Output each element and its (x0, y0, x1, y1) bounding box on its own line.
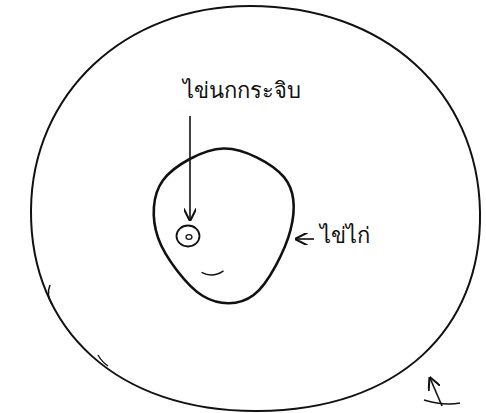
shape-label: ไข่ไก่ (318, 221, 372, 252)
leader-line (424, 400, 460, 404)
leader-arrow (189, 116, 191, 220)
pen-mark (98, 355, 108, 366)
egg-outline: ไข่ไก่ไข่นกกระจิบ (155, 147, 292, 298)
shape-label: ไข่นกกระจิบ (181, 76, 303, 107)
small-egg-outline (177, 226, 200, 247)
yolk-mark (186, 235, 192, 240)
leader-arrow (296, 238, 314, 240)
egg-outline (155, 147, 292, 298)
pen-mark (202, 271, 224, 275)
outer-circle (31, 6, 480, 411)
egg-outline (154, 148, 294, 303)
small-egg-outline: ไข่นกกระจิบ (175, 224, 201, 248)
pen-mark (48, 285, 52, 304)
small-egg-outline (175, 224, 201, 248)
